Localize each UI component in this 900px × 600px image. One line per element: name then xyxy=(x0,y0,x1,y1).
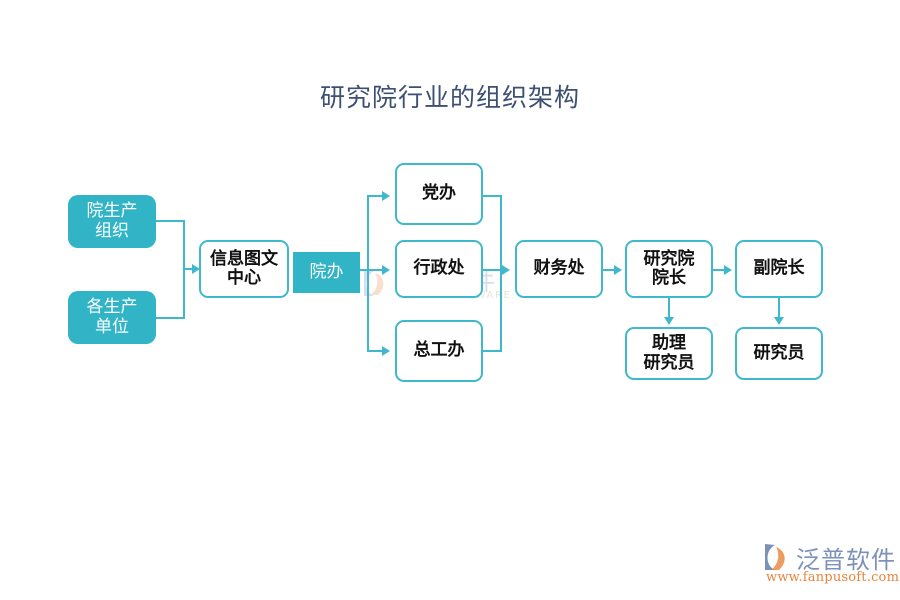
edge-yuan-ban-to-zong-gong-ban xyxy=(367,350,385,352)
edge-yuan-zhang-to-fu-yuan-zhang xyxy=(713,269,727,271)
edge-yuan-sheng-chan-zu-zhi-out xyxy=(156,220,185,222)
arrow-into-zong-gong-ban xyxy=(382,346,390,356)
edge-ge-sheng-chan-dan-wei-out xyxy=(156,317,185,319)
arrow-into-xin-xi-tu-wen-zhong-xin xyxy=(192,264,200,274)
edge-yuan-ban-to-xing-zheng-chu xyxy=(360,269,385,271)
fanpu-brand-icon xyxy=(765,544,785,570)
node-xing-zheng-chu[interactable]: 行政处 xyxy=(395,240,483,298)
edge-right-merge-bus xyxy=(500,195,502,351)
edge-fu-yuan-zhang-to-yan-jiu-yuan xyxy=(778,298,780,319)
node-yuan-ban[interactable]: 院办 xyxy=(293,252,360,293)
page-title: 研究院行业的组织架构 xyxy=(319,83,580,112)
node-cai-wu-chu[interactable]: 财务处 xyxy=(515,240,603,298)
arrow-into-yan-jiu-yuan xyxy=(774,317,784,325)
node-xin-xi-tu-wen-zhong-xin[interactable]: 信息图文 中心 xyxy=(199,240,289,298)
edge-dang-ban-out xyxy=(483,195,502,197)
arrow-into-zhu-li-yan-jiu-yuan xyxy=(664,317,674,325)
edge-yuan-ban-to-dang-ban xyxy=(367,195,385,197)
node-yan-jiu-yuan-yuan-zhang[interactable]: 研究院 院长 xyxy=(625,240,713,298)
arrow-into-yan-jiu-yuan-yuan-zhang xyxy=(614,265,622,275)
edge-zong-gong-ban-out xyxy=(483,350,502,352)
arrow-into-dang-ban xyxy=(382,191,390,201)
node-yan-jiu-yuan[interactable]: 研究员 xyxy=(735,327,823,380)
brand-name-cn: 泛普软件 xyxy=(796,546,896,574)
arrow-into-xing-zheng-chu xyxy=(382,265,390,275)
node-ge-sheng-chan-dan-wei[interactable]: 各生产 单位 xyxy=(68,291,156,344)
edge-yuan-ban-branch-trunk xyxy=(367,195,369,351)
node-zhu-li-yan-jiu-yuan[interactable]: 助理 研究员 xyxy=(625,327,713,380)
edge-cai-wu-chu-to-yuan-zhang xyxy=(603,269,617,271)
arrow-into-fu-yuan-zhang xyxy=(724,265,732,275)
node-dang-ban[interactable]: 党办 xyxy=(395,163,483,225)
node-fu-yuan-zhang[interactable]: 副院长 xyxy=(735,240,823,298)
node-yuan-sheng-chan-zu-zhi[interactable]: 院生产 组织 xyxy=(68,195,156,248)
node-zong-gong-ban[interactable]: 总工办 xyxy=(395,320,483,382)
edge-xing-zheng-chu-out xyxy=(483,269,505,271)
brand-logo: 泛普软件 www.fanpusoft.com xyxy=(760,540,899,592)
edge-yuan-zhang-to-zhu-li xyxy=(668,298,670,319)
arrow-into-cai-wu-chu xyxy=(502,265,510,275)
brand-url: www.fanpusoft.com xyxy=(766,570,900,585)
edge-left-merge-to-center xyxy=(183,268,195,270)
